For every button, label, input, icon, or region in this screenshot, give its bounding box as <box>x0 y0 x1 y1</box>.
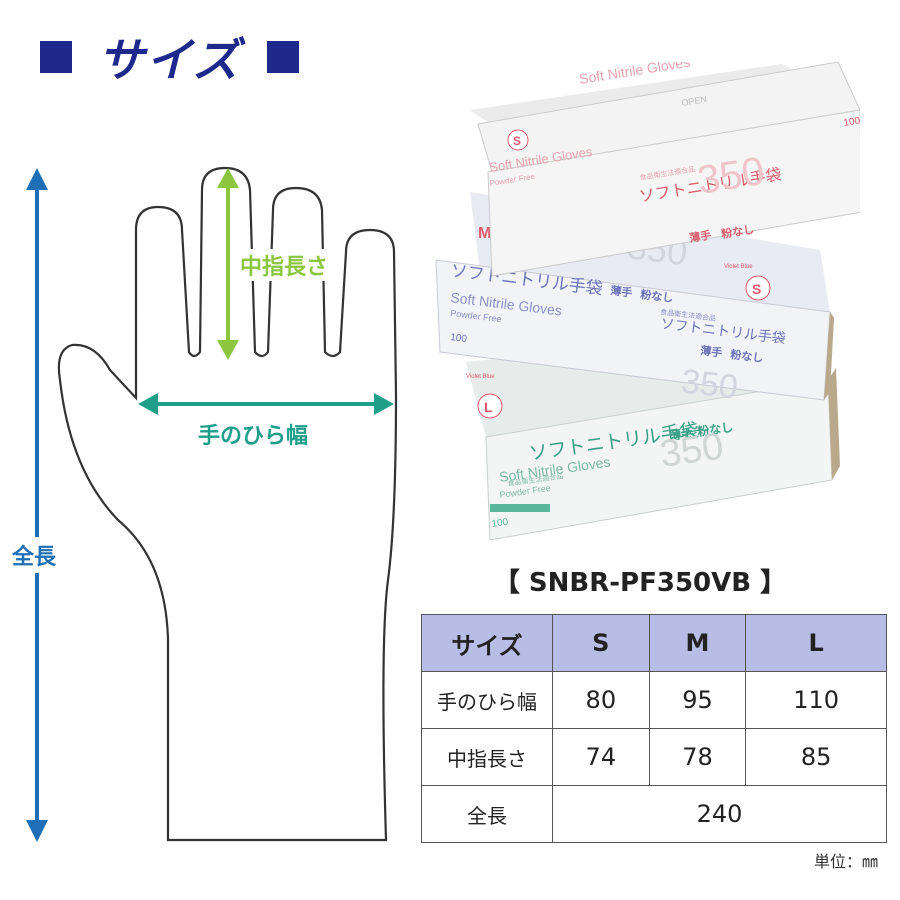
box-small-tag1: 薄手 <box>688 228 712 245</box>
table-cell: 78 <box>648 728 747 786</box>
box-medium-count: 100 <box>450 332 468 345</box>
box-large-tag1: 薄手 <box>668 425 694 443</box>
palm-width-arrow <box>138 393 394 415</box>
box-medium-tag1b: 薄手 <box>700 343 724 360</box>
box-large-num: 350 <box>657 425 726 475</box>
glove-outline <box>57 166 398 842</box>
middle-finger-label: 中指長さ <box>238 249 331 281</box>
box-small-num: 350 <box>695 149 768 203</box>
box-medium-num2: 350 <box>679 362 740 407</box>
box-small: Soft Nitrile Gloves Soft Nitrile Gloves … <box>470 62 860 277</box>
box-small-size: S <box>513 134 521 148</box>
product-photo: Soft Nitrile Gloves Powder Free ソフトニトリル手… <box>435 62 860 540</box>
row-label: 全長 <box>421 785 553 843</box>
table-cell: 110 <box>745 671 887 729</box>
table-row: 全長 240 <box>421 785 887 843</box>
model-number: 【 SNBR-PF350VB 】 <box>493 568 787 598</box>
title-text: サイズ <box>98 33 241 87</box>
table-header-cell: L <box>745 614 887 672</box>
table-header-row: サイズ S M L <box>421 614 887 672</box>
box-medium-tag1: 薄手 <box>610 283 634 300</box>
table-row: 中指長さ 74 78 85 <box>421 728 887 786</box>
unit-note: 単位：㎜ <box>813 852 878 871</box>
table-header-cell: M <box>648 614 747 672</box>
total-length-arrow <box>26 168 48 842</box>
table-header-cell: S <box>552 614 650 672</box>
box-large-vb: Violet Blue <box>466 374 495 380</box>
palm-width-label: 手のひら幅 <box>198 424 309 449</box>
total-length-label: 全長 <box>12 537 57 573</box>
box-large-tag2: 粉なし <box>696 419 734 439</box>
box-medium-tag2: 粉なし <box>640 287 674 305</box>
square-icon <box>40 41 72 73</box>
square-icon <box>266 41 299 73</box>
glove-diagram <box>26 166 398 842</box>
table-cell: 240 <box>552 785 887 843</box>
box-small-count: 100 <box>843 115 860 129</box>
table-cell: 80 <box>552 671 650 729</box>
row-label: 中指長さ <box>421 728 553 786</box>
table-cell: 85 <box>745 728 887 786</box>
table-cell: 74 <box>552 728 650 786</box>
box-medium-size: M <box>478 225 491 242</box>
box-large-count: 100 <box>491 517 509 530</box>
table-cell: 95 <box>648 671 747 729</box>
box-small-open: OPEN <box>681 94 708 108</box>
box-medium-size2: S <box>752 281 761 297</box>
box-medium-vb: Violet Blue <box>724 264 753 270</box>
box-large-size: L <box>484 399 493 415</box>
table-header-cell: サイズ <box>421 614 553 672</box>
row-label: 手のひら幅 <box>421 671 553 729</box>
box-medium-tag2b: 粉なし <box>730 347 764 365</box>
table-row: 手のひら幅 80 95 110 <box>421 671 887 729</box>
middle-finger-arrow <box>217 168 239 360</box>
size-table: サイズ S M L 手のひら幅 80 95 110 中指長さ 74 78 85 … <box>421 614 887 843</box>
page-title: サイズ <box>40 28 299 87</box>
